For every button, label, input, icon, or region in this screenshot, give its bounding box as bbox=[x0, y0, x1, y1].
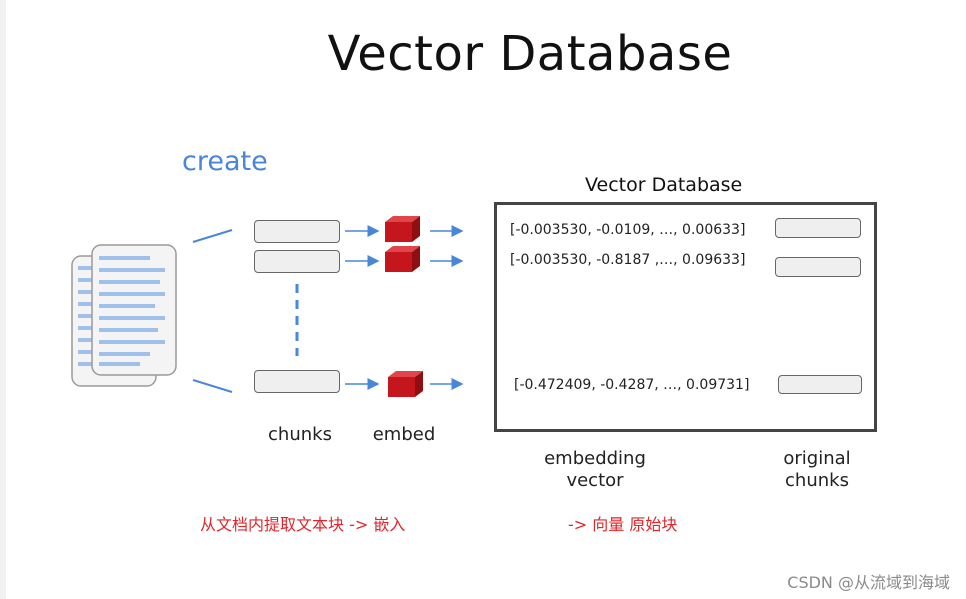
chunk-box bbox=[254, 370, 340, 393]
left-margin-strip bbox=[0, 0, 6, 599]
vector-row-1: [-0.003530, -0.0109, …, 0.00633] bbox=[510, 222, 746, 238]
caption-embedding-line: embedding bbox=[544, 448, 646, 469]
caption-chunks-line: chunks bbox=[785, 470, 849, 491]
caption-embedding-vector: embedding vector bbox=[530, 448, 660, 492]
caption-embed: embed bbox=[372, 424, 436, 445]
database-title: Vector Database bbox=[585, 174, 743, 196]
connector-line-bottom bbox=[192, 379, 233, 393]
caption-original-line: original bbox=[783, 448, 851, 469]
database-box bbox=[494, 202, 877, 432]
caption-chunks: chunks bbox=[268, 424, 332, 445]
annotation-right: -> 向量 原始块 bbox=[568, 515, 678, 534]
page-title: Vector Database bbox=[327, 26, 733, 82]
embed-cube-icon-3 bbox=[388, 371, 423, 397]
connector-line-top bbox=[192, 229, 233, 243]
vector-row-2: [-0.003530, -0.8187 ,…, 0.09633] bbox=[510, 252, 746, 268]
vector-row-3: [-0.472409, -0.4287, …, 0.09731] bbox=[514, 377, 750, 393]
chunk-box bbox=[254, 220, 340, 243]
annotation-left: 从文档内提取文本块 -> 嵌入 bbox=[200, 515, 406, 534]
original-chunk-box bbox=[778, 375, 862, 394]
caption-vector-line: vector bbox=[566, 470, 624, 491]
create-label: create bbox=[182, 146, 268, 177]
embed-cube-icon-2 bbox=[385, 246, 420, 272]
original-chunk-box bbox=[775, 257, 861, 277]
watermark: CSDN @从流域到海域 bbox=[787, 573, 950, 592]
embed-cube-icon-1 bbox=[385, 216, 420, 242]
documents-icon bbox=[71, 244, 177, 387]
chunk-box bbox=[254, 250, 340, 273]
original-chunk-box bbox=[775, 218, 861, 238]
caption-original-chunks: original chunks bbox=[760, 448, 874, 492]
